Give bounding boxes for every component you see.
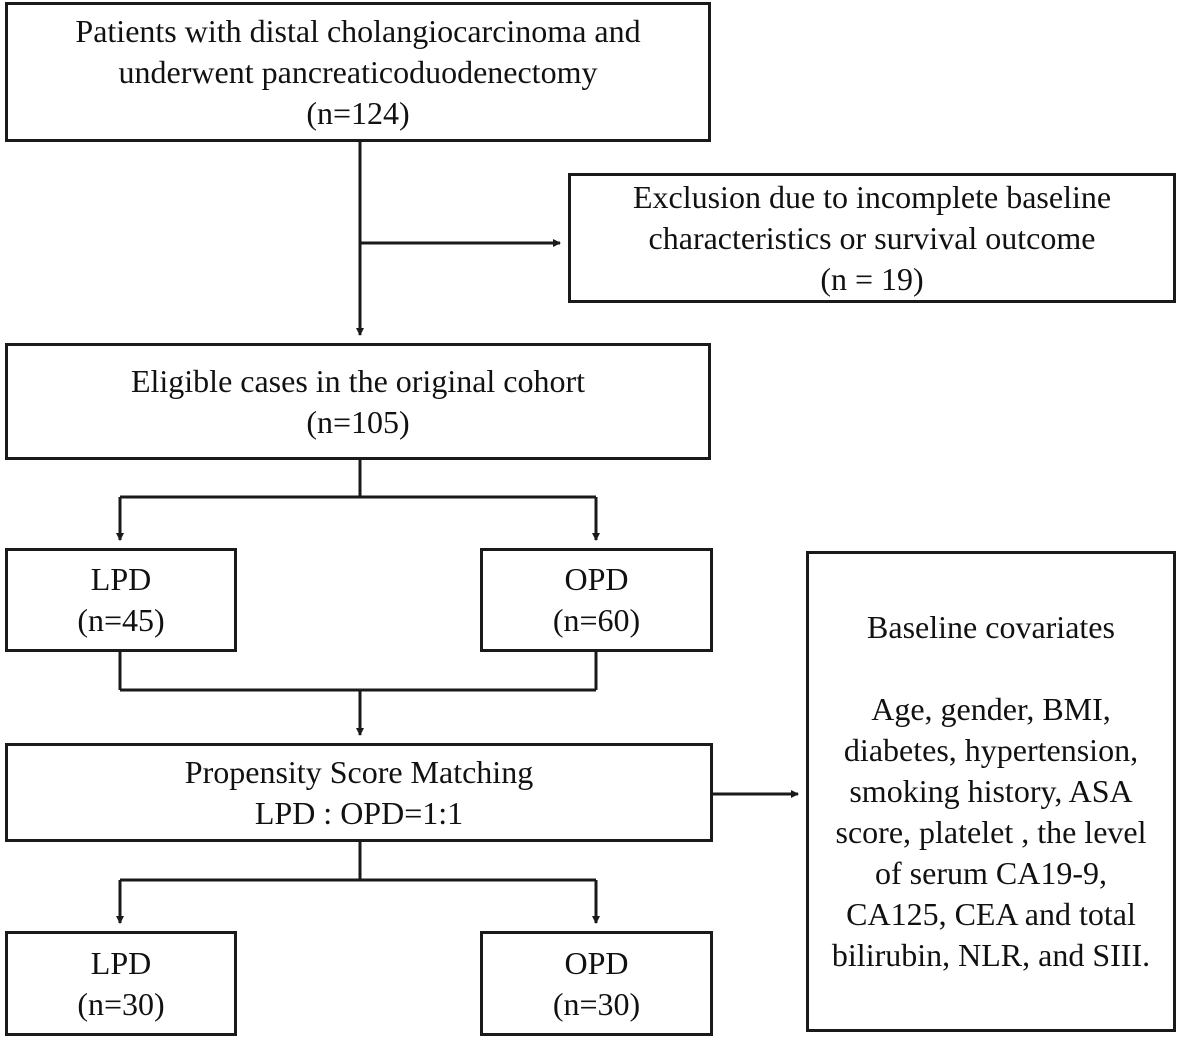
lpd-pre-count: (n=45) — [77, 602, 165, 638]
psm-box: Propensity Score Matching LPD : OPD=1:1 — [5, 743, 713, 842]
psm-line-1: Propensity Score Matching — [184, 753, 534, 790]
opd-post-count: (n=30) — [552, 985, 641, 1022]
eligible-cohort-box: Eligible cases in the original cohort (n… — [5, 343, 711, 460]
exclusion-count: (n = 19) — [820, 260, 924, 297]
psm-ratio: LPD : OPD=1:1 — [254, 794, 464, 831]
opd-pre-label: OPD — [564, 561, 629, 597]
lpd-post-label: LPD — [90, 944, 152, 981]
opd-pre-box: OPD (n=60) — [480, 548, 713, 652]
initial-cohort-box: Patients with distal cholangiocarcinoma … — [5, 2, 711, 142]
opd-post-box: OPD (n=30) — [480, 931, 713, 1036]
eligible-cohort-count: (n=105) — [306, 403, 410, 440]
covariates-line-5: of serum CA19-9, — [875, 855, 1107, 891]
initial-cohort-line-2: underwent pancreaticoduodenectomy — [118, 53, 598, 90]
eligible-cohort-line-1: Eligible cases in the original cohort — [130, 362, 586, 399]
lpd-pre-box: LPD (n=45) — [5, 548, 237, 652]
covariates-line-2: diabetes, hypertension, — [843, 732, 1139, 768]
covariates-line-7: bilirubin, NLR, and SIII. — [831, 937, 1151, 973]
lpd-post-box: LPD (n=30) — [5, 931, 237, 1036]
opd-post-label: OPD — [564, 944, 629, 981]
exclusion-line-1: Exclusion due to incomplete baseline — [632, 178, 1112, 215]
initial-cohort-line-1: Patients with distal cholangiocarcinoma … — [75, 12, 641, 49]
covariates-line-3: smoking history, ASA — [849, 773, 1133, 809]
initial-cohort-count: (n=124) — [306, 94, 410, 131]
exclusion-box: Exclusion due to incomplete baseline cha… — [568, 173, 1176, 303]
lpd-post-count: (n=30) — [77, 985, 165, 1022]
covariates-line-1: Age, gender, BMI, — [871, 691, 1111, 727]
covariates-line-4: score, platelet , the level — [835, 814, 1147, 850]
covariates-line-6: CA125, CEA and total — [846, 896, 1136, 932]
opd-pre-count: (n=60) — [552, 602, 641, 638]
lpd-pre-label: LPD — [90, 561, 152, 597]
exclusion-line-2: characteristics or survival outcome — [648, 219, 1096, 256]
covariates-heading: Baseline covariates — [867, 609, 1115, 645]
covariates-box: Baseline covariates Age, gender, BMI, di… — [806, 551, 1176, 1032]
